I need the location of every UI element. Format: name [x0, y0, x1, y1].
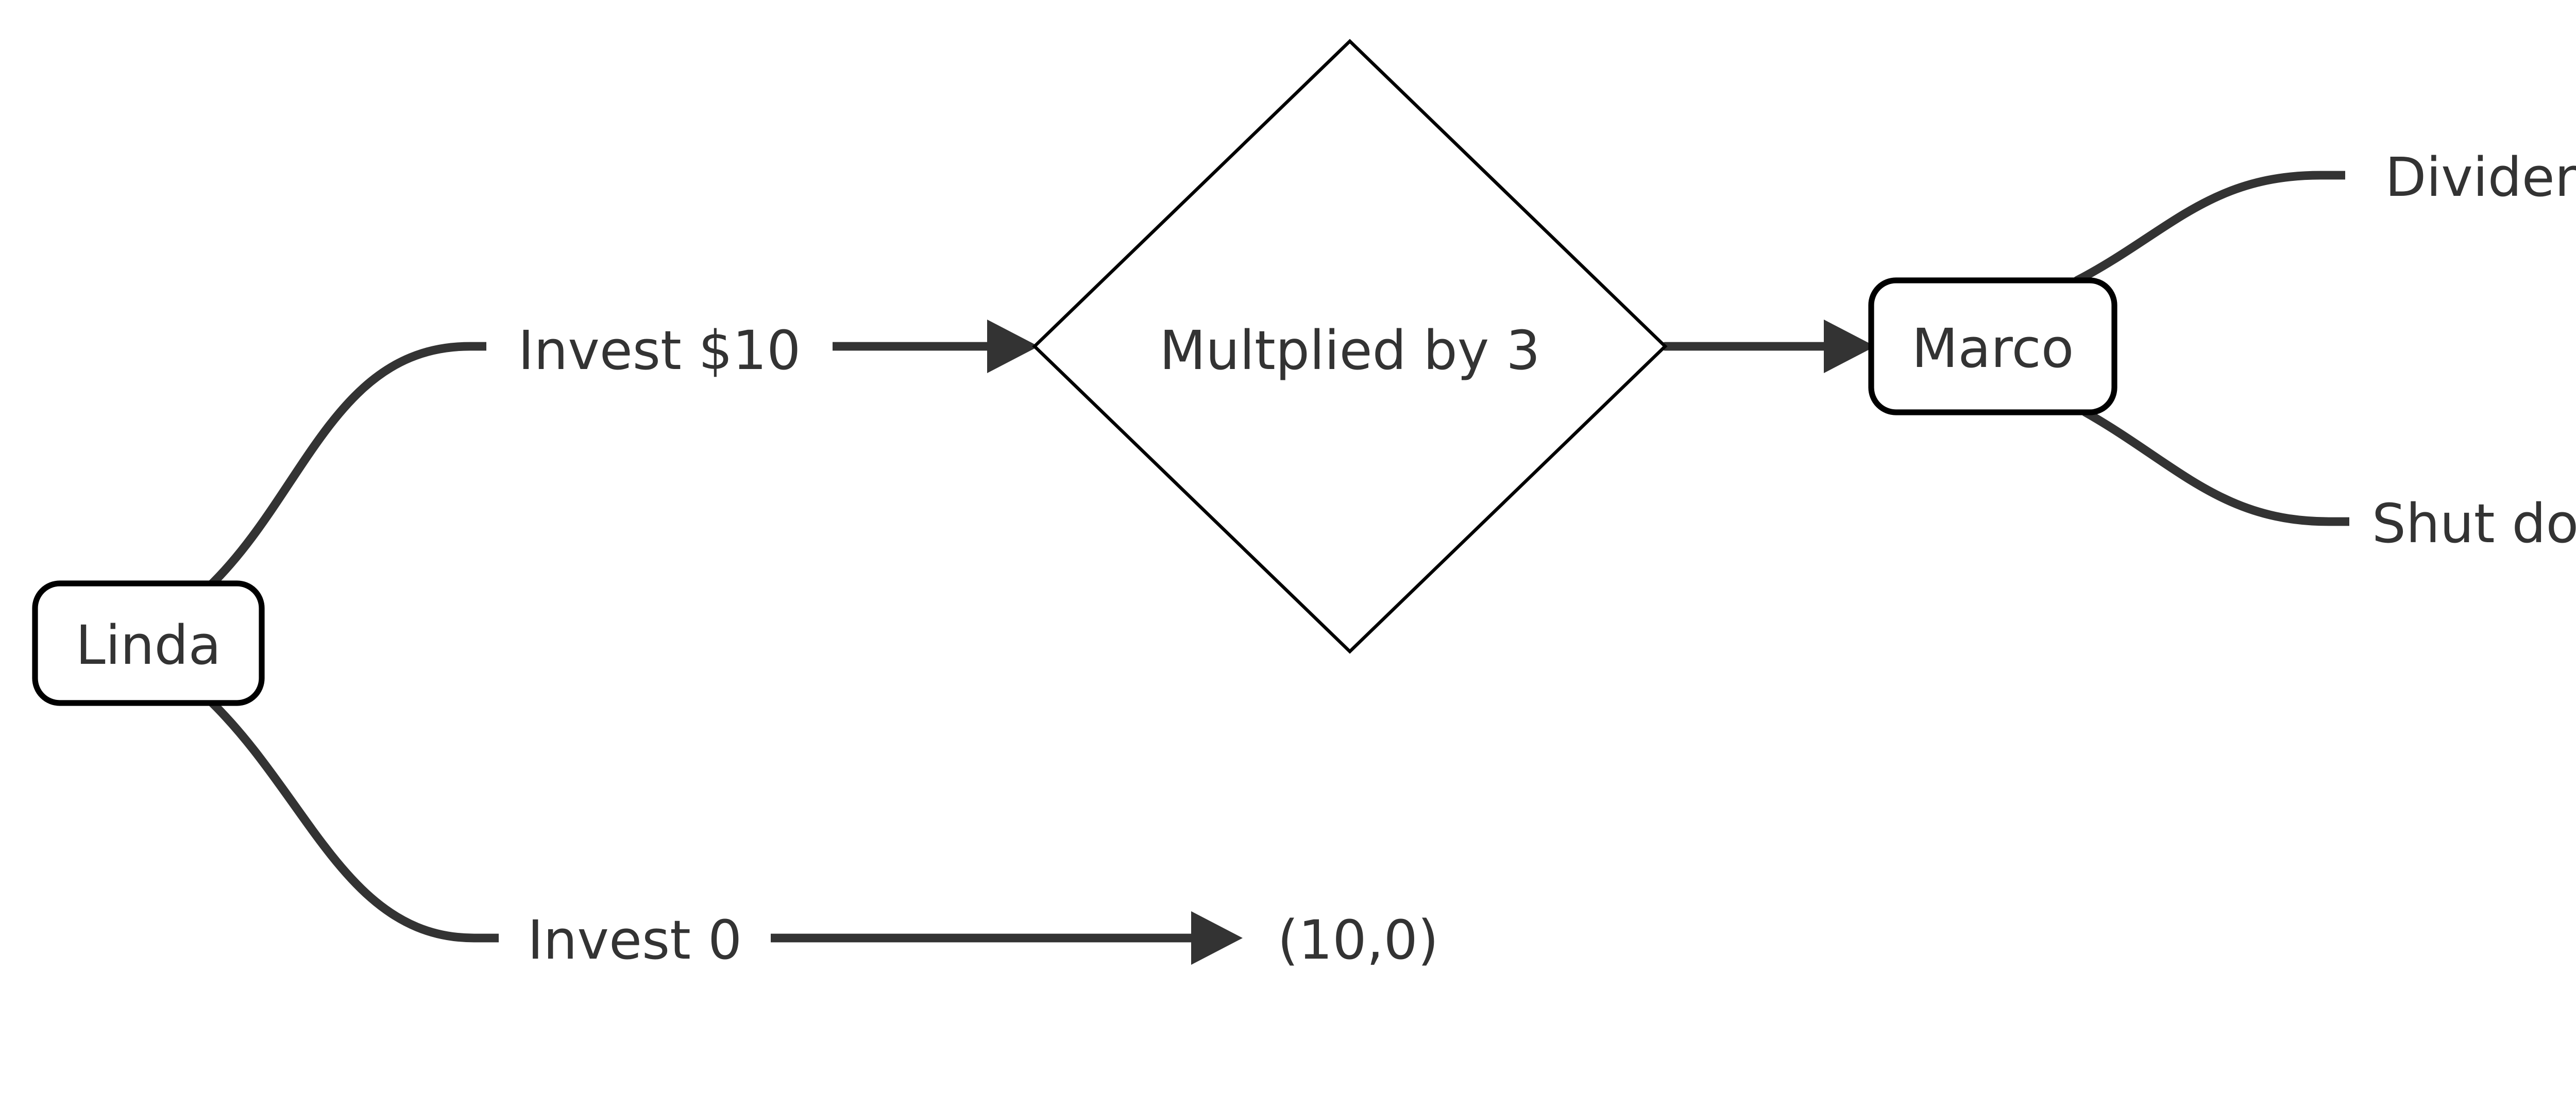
edge-dividend-label: Dividend [2385, 146, 2576, 209]
edge-marco-to-dividend-payoff [2073, 171, 2576, 285]
edge-label-bg [499, 899, 771, 977]
payoff-invest0-label: (10,0) [1278, 909, 1439, 972]
edges [204, 171, 2576, 943]
arrowhead-icon [987, 320, 1039, 373]
edge-linda-to-invest0-payoff [204, 694, 1200, 943]
edge-linda-to-chance [204, 342, 996, 592]
arrowheads [987, 320, 1875, 965]
edge-label-bg [486, 307, 833, 390]
edge-label-bg [2345, 136, 2576, 214]
node-chance-label: Multplied by 3 [1160, 319, 1540, 382]
node-marco-box [1868, 277, 2117, 415]
labels: Linda Multplied by 3 Marco Invest $10 In… [76, 146, 2576, 972]
edge-invest0-label: Invest 0 [528, 909, 742, 972]
edge-label-bg [2349, 482, 2576, 561]
edge-label-backgrounds [486, 136, 2576, 977]
edge-marco-to-shutdown-payoff [2081, 408, 2576, 526]
nodes [32, 39, 2117, 706]
node-linda-box [32, 580, 265, 706]
edge-shutdown-label: Shut down [2372, 492, 2576, 555]
edge-invest10-label: Invest $10 [518, 319, 801, 382]
arrowhead-icon [1191, 911, 1243, 965]
node-linda-label: Linda [76, 614, 222, 677]
arrowhead-icon [1824, 320, 1875, 373]
node-chance-diamond [1032, 39, 1668, 654]
node-marco-label: Marco [1912, 317, 2074, 380]
